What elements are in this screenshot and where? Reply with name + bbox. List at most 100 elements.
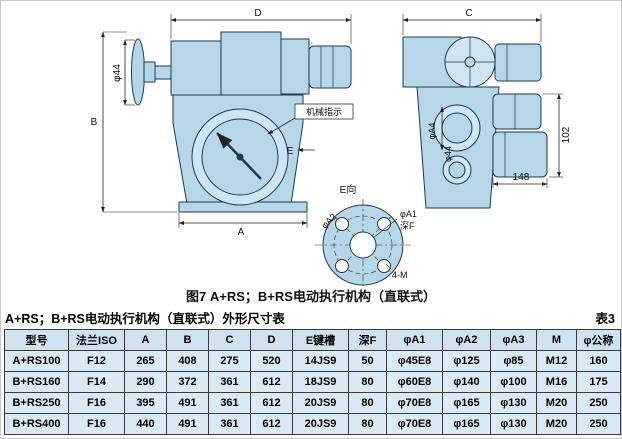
- dimension-cell: F16: [68, 392, 125, 414]
- dimension-cell: 80: [348, 371, 387, 393]
- view-direction-E: E: [287, 146, 315, 157]
- dimension-cell: M12: [536, 350, 577, 372]
- dim-C-label: C: [465, 8, 472, 19]
- dimension-cell: 80: [348, 392, 387, 414]
- table-title: A+RS；B+RS电动执行机构（直联式）外形尺寸表: [5, 312, 285, 326]
- column-header: 深F: [348, 329, 387, 351]
- gearbox-body-front: [172, 94, 308, 213]
- dimension-cell: 250: [576, 392, 621, 414]
- gearbox-body-side: [416, 86, 500, 209]
- model-cell: A+RS100: [4, 350, 69, 372]
- column-header: B: [166, 329, 209, 351]
- column-header: D: [250, 329, 293, 351]
- handwheel-front: [131, 38, 174, 106]
- dimension-cell: 20JS9: [292, 413, 349, 435]
- dimension-cell: 265: [124, 350, 167, 372]
- motor-assembly-front: [170, 31, 352, 98]
- dimension-cell: φ130: [490, 413, 537, 435]
- dimension-cell: 491: [166, 413, 209, 435]
- dim-phi44-side-label: φ44: [443, 146, 453, 162]
- front-view: 机械指示 D φ44: [91, 8, 354, 238]
- dimension-cell: 361: [208, 413, 251, 435]
- column-header: A: [124, 329, 167, 351]
- dimension-cell: φ165: [442, 392, 491, 414]
- dimension-cell: 250: [576, 413, 621, 435]
- dimension-C: C: [402, 8, 542, 42]
- bolt-spec-4M-label: 4-M: [392, 270, 408, 280]
- dimension-cell: φ45E8: [386, 350, 443, 372]
- dimension-D: D: [170, 8, 352, 44]
- dimension-phi44-front: φ44: [112, 39, 135, 106]
- column-header: 型号: [4, 329, 69, 351]
- dim-phi44-front-label: φ44: [112, 64, 123, 82]
- table-number: 表3: [595, 312, 615, 326]
- column-header: φA3: [490, 329, 537, 351]
- dimension-cell: φ100: [490, 371, 537, 393]
- dimension-148: 148: [492, 172, 548, 188]
- dim-phiA1-label: φA1: [400, 209, 417, 219]
- model-cell: B+RS250: [4, 392, 69, 414]
- dimension-cell: 612: [250, 392, 293, 414]
- dimension-cell: 14JS9: [292, 350, 349, 372]
- dim-148-label: 148: [513, 172, 530, 183]
- dimension-cell: 395: [124, 392, 167, 414]
- model-cell: B+RS160: [4, 371, 69, 393]
- dimension-cell: φ165: [442, 413, 491, 435]
- dimension-cell: F12: [68, 350, 125, 372]
- bolt-hole: [377, 217, 391, 231]
- motor-assembly-side: [402, 36, 542, 88]
- dimension-cell: 361: [208, 392, 251, 414]
- dimension-cell: 440: [124, 413, 167, 435]
- bolt-hole: [335, 217, 349, 231]
- side-view: C 102 148 φA: [287, 8, 572, 209]
- dimension-cell: φ70E8: [386, 392, 443, 414]
- column-header: E键槽: [292, 329, 349, 351]
- dimension-cell: 20JS9: [292, 392, 349, 414]
- dimension-cell: 372: [166, 371, 209, 393]
- dimension-B: B: [91, 31, 177, 213]
- column-header: φ公称: [576, 329, 621, 351]
- dimension-cell: M16: [536, 371, 577, 393]
- dimension-cell: φ130: [490, 392, 537, 414]
- dimension-cell: 175: [576, 371, 621, 393]
- dimension-cell: 361: [208, 371, 251, 393]
- dim-102-label: 102: [561, 126, 572, 143]
- view-E-title: E向: [340, 183, 357, 196]
- dimension-cell: φ60E8: [386, 371, 443, 393]
- dimension-cell: φ70E8: [386, 413, 443, 435]
- bolt-hole: [377, 259, 391, 273]
- column-header: M: [536, 329, 577, 351]
- dimension-cell: 50: [348, 350, 387, 372]
- dimension-cell: 612: [250, 371, 293, 393]
- dimension-cell: F16: [68, 413, 125, 435]
- dimension-102: 102: [543, 93, 572, 178]
- dim-phiA4-label: φA4: [427, 123, 437, 140]
- dimension-cell: M20: [536, 413, 577, 435]
- dimension-cell: 290: [124, 371, 167, 393]
- dimension-cell: 520: [250, 350, 293, 372]
- dimension-cell: φ140: [442, 371, 491, 393]
- dimension-cell: 18JS9: [292, 371, 349, 393]
- table-title-row: A+RS；B+RS电动执行机构（直联式）外形尺寸表 表3: [1, 307, 621, 329]
- dimension-cell: 160: [576, 350, 621, 372]
- mechanical-indicator-label: 机械指示: [306, 106, 342, 117]
- column-header: φA2: [442, 329, 491, 351]
- column-header: φA1: [386, 329, 443, 351]
- column-header: 法兰ISO: [68, 329, 125, 351]
- mechanical-indicator-callout: 机械指示: [267, 103, 354, 135]
- technical-drawing: 机械指示 D φ44: [1, 1, 621, 289]
- flange-view: E向 φA2 φA1 深F 4-M: [315, 183, 417, 287]
- column-header: C: [208, 329, 251, 351]
- dim-D-label: D: [254, 8, 261, 19]
- dimension-cell: φ125: [442, 350, 491, 372]
- dimension-phiA4: φA4: [427, 106, 444, 151]
- dimension-cell: 612: [250, 413, 293, 435]
- dim-B-label: B: [91, 117, 98, 128]
